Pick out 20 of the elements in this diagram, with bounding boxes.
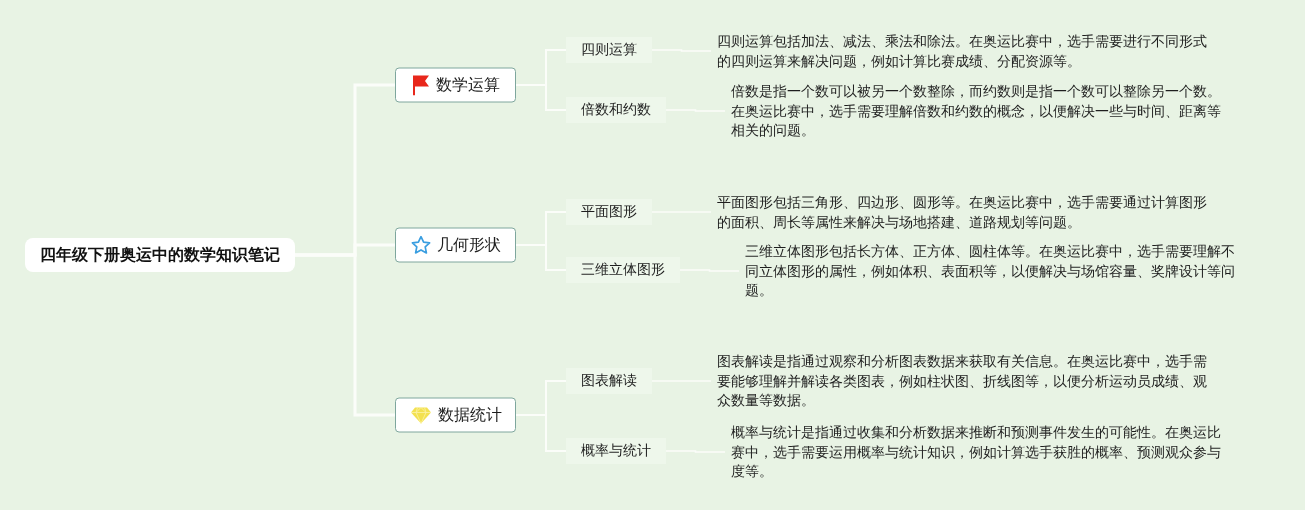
- topic-box: [395, 67, 516, 103]
- subtopic-label: 倍数和约数: [581, 101, 651, 119]
- subtopic-label: 四则运算: [581, 41, 637, 59]
- central-topic-box: [25, 238, 295, 272]
- note-text: 概率与统计是指通过收集和分析数据来推断和预测事件发生的可能性。在奥运比赛中，选手需要运用概率与统计知识，例如计算选手获胜的概率、预测观众参与度等。: [731, 422, 1225, 482]
- note-text: 平面图形包括三角形、四边形、圆形等。在奥运比赛中，选手需要通过计算图形的面积、周长等属性来解决与场地搭建、道路规划等问题。: [717, 192, 1211, 232]
- subtopic-label: 三维立体图形: [581, 261, 665, 279]
- topic-box: [395, 227, 516, 263]
- subtopic-label: 概率与统计: [581, 442, 651, 460]
- subtopic-label: 图表解读: [581, 372, 637, 390]
- topic-box: [395, 397, 516, 433]
- subtopic-label: 平面图形: [581, 203, 637, 221]
- topic-label: 数学运算: [435, 74, 500, 95]
- central-topic-label: 四年级下册奥运中的数学知识笔记: [40, 244, 280, 265]
- note-text: 倍数是指一个数可以被另一个数整除，而约数则是指一个数可以整除另一个数。在奥运比赛中，选手需要理解倍数和约数的概念，以便解决一些与时间、距离等相关的问题。: [731, 81, 1225, 141]
- topic-label: 几何形状: [436, 234, 501, 255]
- note-text: 图表解读是指通过观察和分析图表数据来获取有关信息。在奥运比赛中，选手需要能够理解并解读各类图表，例如柱状图、折线图等，以便分析运动员成绩、观众数量等数据。: [717, 351, 1211, 411]
- note-text: 四则运算包括加法、减法、乘法和除法。在奥运比赛中，选手需要进行不同形式的四则运算来解决问题，例如计算比赛成绩、分配资源等。: [717, 31, 1211, 71]
- topic-label: 数据统计: [437, 404, 502, 425]
- note-text: 三维立体图形包括长方体、正方体、圆柱体等。在奥运比赛中，选手需要理解不同立体图形的属性，例如体积、表面积等，以便解决与场馆容量、奖牌设计等问题。: [745, 241, 1239, 301]
